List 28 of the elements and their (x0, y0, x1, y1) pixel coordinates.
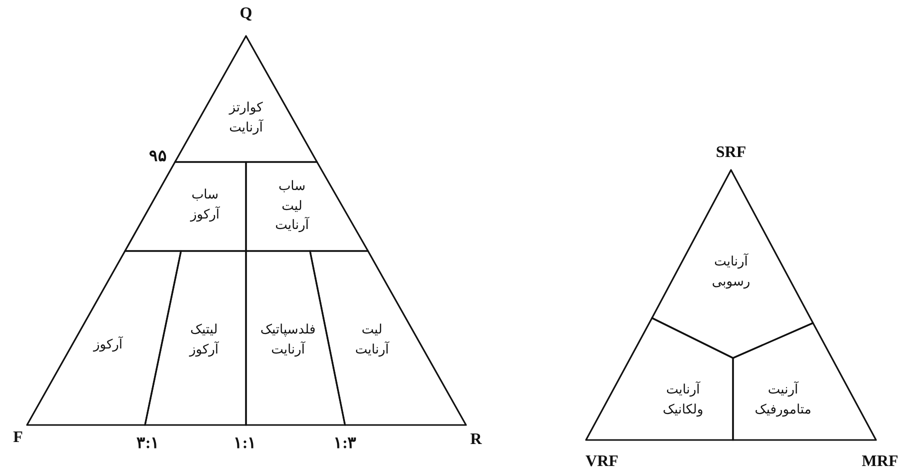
vertex-label: SRF (716, 144, 746, 162)
vertex-label: Q (240, 5, 252, 23)
region-label: آرنیت متامورفیک (754, 380, 812, 419)
classification-region (27, 251, 181, 425)
region-label: آرکوز (93, 335, 123, 354)
classification-region (246, 251, 345, 425)
tick-label: ۹۵ (149, 147, 167, 166)
classification-region (586, 318, 733, 440)
region-label: ساب لیت آرنایت (275, 178, 309, 235)
vertex-label: VRF (586, 453, 618, 471)
vertex-label: MRF (862, 453, 898, 471)
classification-region (145, 251, 246, 425)
region-label: لیت آرنایت (355, 322, 389, 359)
vertex-label: R (470, 431, 482, 449)
region-label: آرنایت رسوبی (712, 252, 750, 291)
region-label: ساب آرکوز (190, 186, 220, 224)
region-label: لیتیک آرکوز (189, 322, 219, 359)
classification-region (125, 162, 246, 251)
ratio-label: ۱:۱ (233, 434, 257, 453)
vertex-label: F (13, 429, 23, 447)
ratio-label: ۱:۳ (333, 434, 357, 453)
region-label: کوارتز آرنایت (229, 100, 263, 137)
ratio-label: ۳:۱ (136, 434, 160, 453)
region-label: آرنایت ولکانیک (662, 380, 704, 419)
region-label: فلدسپاتیک آرنایت (260, 322, 316, 359)
classification-region (175, 36, 317, 162)
classification-region (246, 162, 368, 251)
classification-region (733, 323, 876, 440)
